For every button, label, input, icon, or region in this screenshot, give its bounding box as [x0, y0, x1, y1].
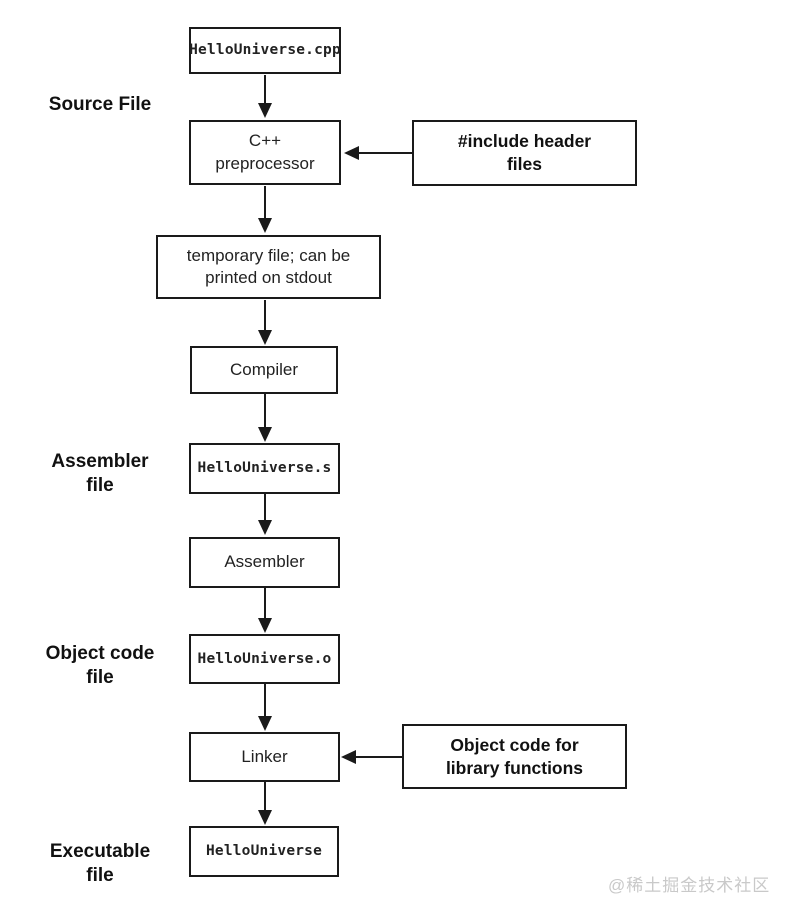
side-label-source-file: Source File: [48, 94, 152, 115]
node-label: HelloUniverse: [205, 843, 323, 860]
node-label: HelloUniverse.o: [197, 650, 332, 667]
node-label: C++ preprocessor: [215, 131, 315, 173]
node-label: Compiler: [229, 359, 299, 379]
node-hellouniverse-exe: HelloUniverse: [189, 826, 339, 877]
watermark-text: @稀土掘金技术社区: [608, 876, 771, 895]
node-label: HelloUniverse.s: [197, 460, 332, 477]
node-cpp-preprocessor: C++ preprocessor: [189, 120, 341, 185]
node-label: temporary file; can be printed on stdout: [186, 245, 351, 287]
node-label: Object code for library functions: [445, 734, 584, 778]
node-include-header-files: #include header files: [412, 120, 637, 186]
node-label: HelloUniverse.cpp: [189, 42, 341, 59]
side-label-assembler-file: Assembler file: [51, 451, 149, 496]
node-label: Linker: [241, 746, 288, 766]
node-linker: Linker: [189, 732, 340, 782]
node-temporary-file: temporary file; can be printed on stdout: [156, 235, 381, 299]
side-label-executable-file: Executable file: [49, 841, 151, 886]
node-hellouniverse-o: HelloUniverse.o: [189, 634, 340, 684]
node-object-code-library: Object code for library functions: [402, 724, 627, 789]
node-label: #include header files: [457, 131, 592, 174]
node-hellouniverse-s: HelloUniverse.s: [189, 443, 340, 494]
node-compiler: Compiler: [190, 346, 338, 394]
side-label-object-code-file: Object code file: [45, 643, 155, 688]
node-assembler: Assembler: [189, 537, 340, 588]
node-label: Assembler: [224, 552, 305, 572]
node-hellouniverse-cpp: HelloUniverse.cpp: [189, 27, 341, 74]
